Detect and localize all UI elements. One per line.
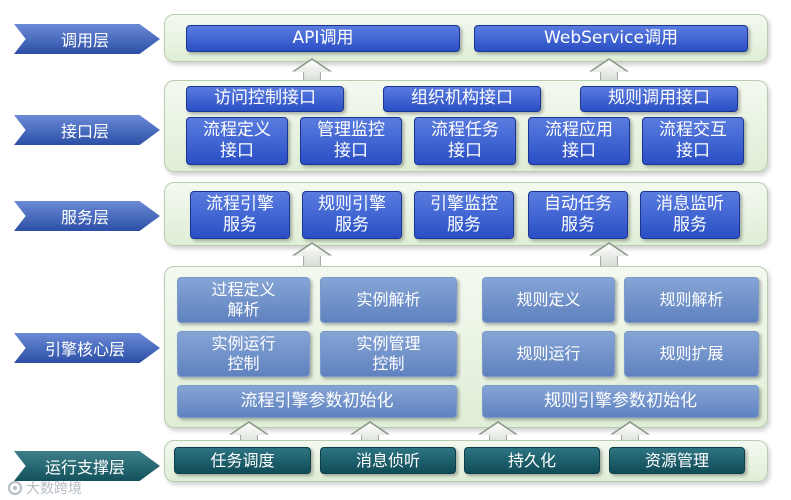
process-definition-interface-box: 流程定义 接口 (186, 117, 288, 165)
up-arrow-icon (589, 242, 629, 270)
rule-call-interface-box: 规则调用接口 (580, 86, 738, 112)
access-control-interface-box: 访问控制接口 (186, 86, 344, 112)
process-task-interface-box: 流程任务 接口 (414, 117, 516, 165)
message-listening-box: 消息侦听 (320, 447, 456, 474)
auto-task-service-box: 自动任务 服务 (528, 191, 628, 239)
rule-engine-service-box: 规则引擎 服务 (302, 191, 402, 239)
process-engine-service-box: 流程引擎 服务 (190, 191, 290, 239)
task-scheduling-box: 任务调度 (174, 447, 311, 474)
rule-engine-param-init-box: 规则引擎参数初始化 (482, 385, 759, 418)
layer-label-service: 服务层 (14, 201, 160, 231)
organization-interface-box: 组织机构接口 (383, 86, 541, 112)
process-definition-parse-box: 过程定义 解析 (177, 277, 310, 323)
watermark: 大数跨境 (8, 478, 82, 498)
rule-parse-box: 规则解析 (624, 277, 759, 323)
instance-parse-box: 实例解析 (320, 277, 457, 323)
watermark-logo-icon (8, 481, 22, 495)
process-application-interface-box: 流程应用 接口 (528, 117, 630, 165)
api-call-box: API调用 (186, 25, 460, 52)
rule-extension-box: 规则扩展 (624, 331, 759, 377)
engine-monitor-service-box: 引擎监控 服务 (414, 191, 514, 239)
resource-management-box: 资源管理 (609, 447, 745, 474)
persistence-box: 持久化 (464, 447, 600, 474)
management-monitor-interface-box: 管理监控 接口 (300, 117, 402, 165)
layer-label-engine: 引擎核心层 (14, 333, 160, 363)
process-interaction-interface-box: 流程交互 接口 (642, 117, 744, 165)
layer-label-interface: 接口层 (14, 115, 160, 145)
message-listener-service-box: 消息监听 服务 (640, 191, 740, 239)
process-engine-param-init-box: 流程引擎参数初始化 (177, 385, 457, 418)
watermark-text: 大数跨境 (26, 481, 82, 497)
layer-label-runtime: 运行支撑层 (14, 451, 160, 481)
instance-management-control-box: 实例管理 控制 (320, 331, 457, 377)
layer-label-call: 调用层 (14, 24, 160, 54)
rule-run-box: 规则运行 (482, 331, 615, 377)
up-arrow-icon (292, 242, 332, 270)
rule-definition-box: 规则定义 (482, 277, 615, 323)
instance-run-control-box: 实例运行 控制 (177, 331, 310, 377)
webservice-call-box: WebService调用 (474, 25, 748, 52)
